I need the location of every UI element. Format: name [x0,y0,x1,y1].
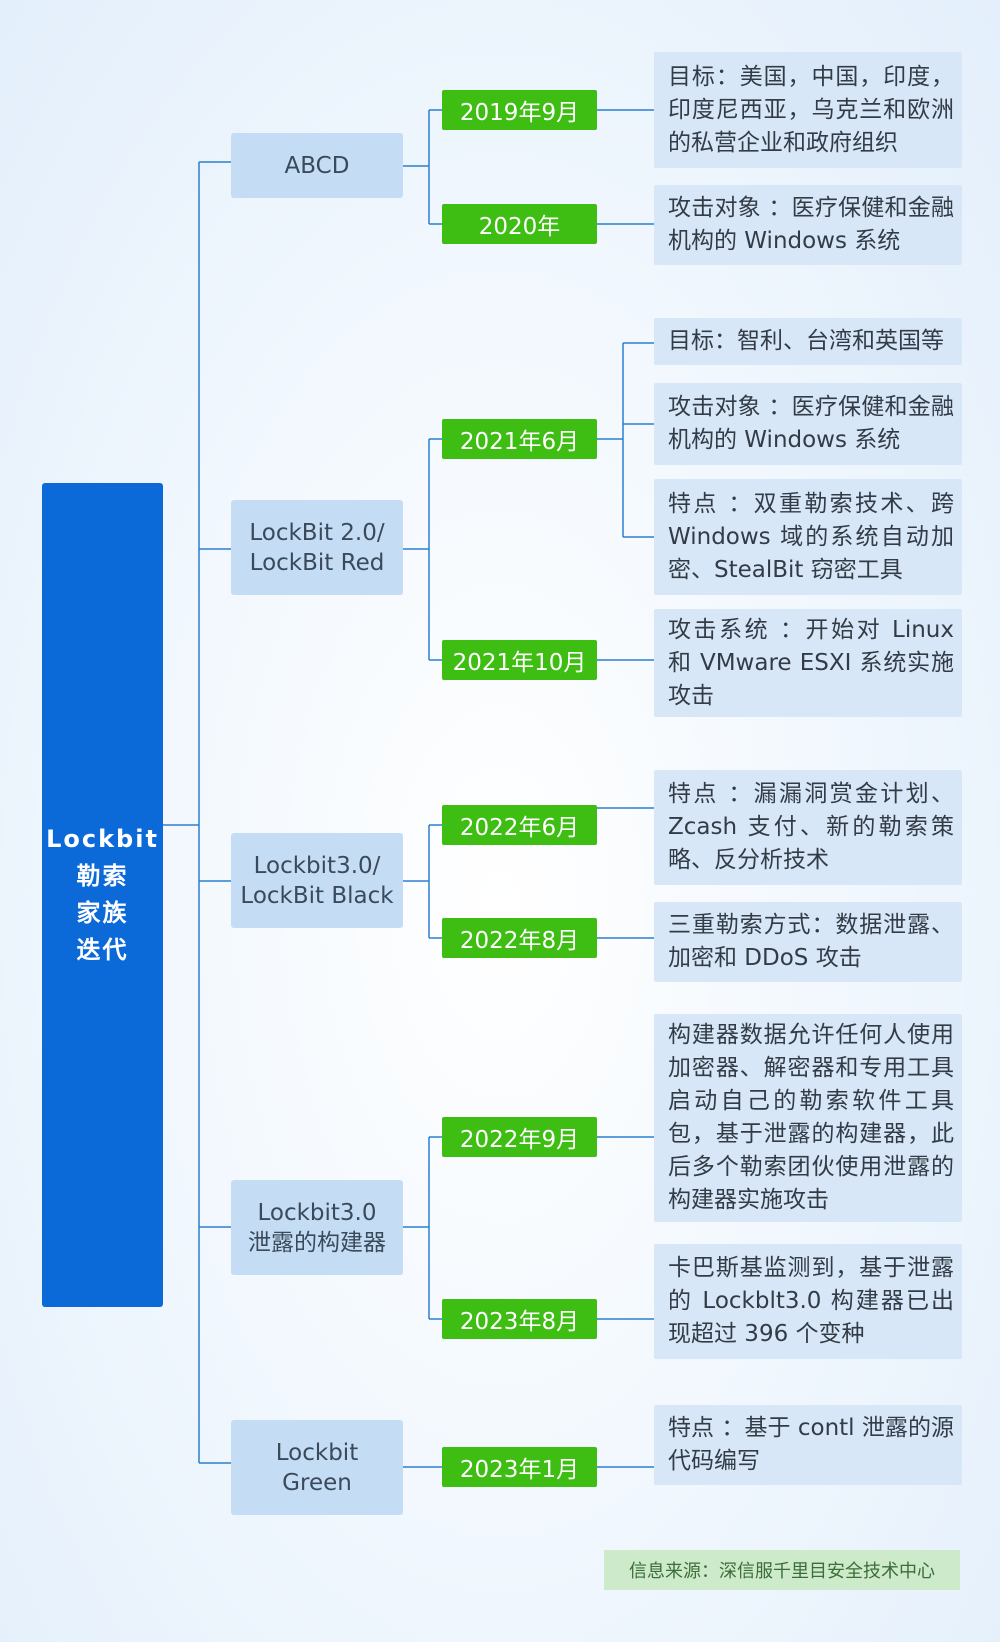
branch-node-abcd: ABCD [231,133,403,198]
date-node: 2023年8月 [442,1299,597,1339]
branch-label: Green [282,1469,352,1496]
branch-node-lockbit-green: Lockbit Green [231,1420,403,1515]
detail-text: 卡巴斯基监测到，基于泄露的 Lockblt3.0 构建器已出现超过 396 个变… [668,1255,954,1347]
date-node: 2019年9月 [442,90,597,130]
detail-node: 攻击对象 ：医疗保健和金融机构的 Windows 系统 [654,383,962,465]
detail-text: 三重勒索方式：数据泄露、加密和 DDoS 攻击 [668,912,954,971]
detail-node: 构建器数据允许任何人使用加密器、解密器和专用工具启动自己的勒索软件工具包，基于泄… [654,1014,962,1222]
detail-text: 攻击对象 ：医疗保健和金融机构的 Windows 系统 [668,195,954,254]
detail-text: 特点 ：基于 contl 泄露的源代码编写 [668,1415,954,1474]
date-node: 2022年9月 [442,1117,597,1157]
detail-node: 目标：智利、台湾和英国等 [654,318,962,365]
branch-node-lockbit2: LockBit 2.0/ LockBit Red [231,500,403,595]
detail-text: 特点 ：双重勒索技术、跨 Windows 域的系统自动加密、StealBit 窃… [668,490,954,583]
detail-text: 目标：智利、台湾和英国等 [668,328,944,354]
date-node: 2022年8月 [442,918,597,958]
detail-node: 三重勒索方式：数据泄露、加密和 DDoS 攻击 [654,902,962,982]
detail-text: 构建器数据允许任何人使用加密器、解密器和专用工具启动自己的勒索软件工具包，基于泄… [668,1022,954,1213]
root-line: Lockbit [46,825,159,853]
branch-label: Lockbit3.0/ [253,852,381,879]
branch-label: 泄露的构建器 [248,1229,386,1256]
root-line: 家族 [76,899,129,927]
root-node: Lockbit 勒索 家族 迭代 [42,483,163,1307]
detail-text: 攻击系统 ：开始对 Linux 和 VMware ESXI 系统实施攻击 [668,616,954,709]
root-line: 迭代 [76,936,129,964]
date-node: 2021年6月 [442,419,597,459]
date-node: 2020年 [442,204,597,244]
branch-node-lockbit3-black: Lockbit3.0/ LockBit Black [231,833,403,928]
detail-node: 特点 ：基于 contl 泄露的源代码编写 [654,1405,962,1485]
branch-label: LockBit Black [240,882,394,909]
detail-node: 目标：美国，中国，印度，印度尼西亚，乌克兰和欧洲的私营企业和政府组织 [654,52,962,168]
branch-node-lockbit3-builder: Lockbit3.0 泄露的构建器 [231,1180,403,1275]
source-note: 信息来源：深信服千里目安全技术中心 [604,1550,960,1590]
branch-label: ABCD [284,152,350,179]
detail-node: 特点 ：双重勒索技术、跨 Windows 域的系统自动加密、StealBit 窃… [654,479,962,595]
branch-label: Lockbit3.0 [257,1199,377,1226]
date-node: 2021年10月 [442,640,597,680]
branch-label: Lockbit [275,1439,359,1466]
branch-label: LockBit 2.0/ [249,519,385,546]
branch-label: LockBit Red [249,549,385,576]
detail-node: 攻击系统 ：开始对 Linux 和 VMware ESXI 系统实施攻击 [654,609,962,717]
detail-node: 卡巴斯基监测到，基于泄露的 Lockblt3.0 构建器已出现超过 396 个变… [654,1244,962,1359]
detail-text: 攻击对象 ：医疗保健和金融机构的 Windows 系统 [668,394,954,453]
date-node: 2022年6月 [442,805,597,845]
date-node: 2023年1月 [442,1447,597,1487]
root-line: 勒索 [76,862,129,890]
detail-text: 目标：美国，中国，印度，印度尼西亚，乌克兰和欧洲的私营企业和政府组织 [668,63,954,156]
detail-node: 攻击对象 ：医疗保健和金融机构的 Windows 系统 [654,185,962,265]
detail-text: 特点 ：漏漏洞赏金计划、Zcash 支付、新的勒索策略、反分析技术 [668,781,954,873]
detail-node: 特点 ：漏漏洞赏金计划、Zcash 支付、新的勒索策略、反分析技术 [654,770,962,885]
